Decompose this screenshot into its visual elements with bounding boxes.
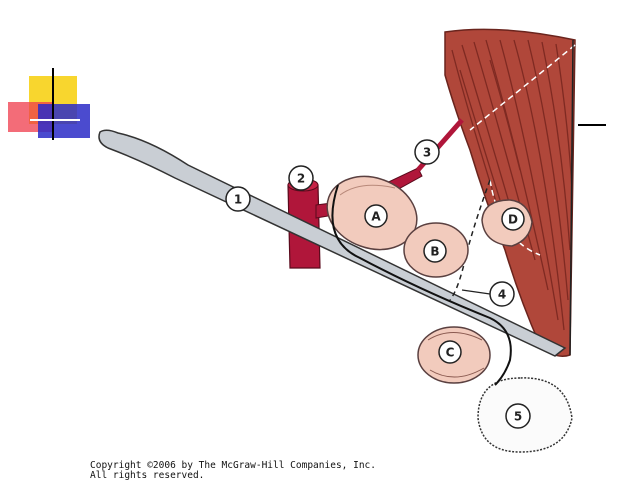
muscle-body [444,28,576,357]
muscle-right-edge [569,39,574,356]
callout-line-4 [461,289,491,295]
label-a-text: A [371,210,381,224]
label-2-text: 2 [297,172,305,186]
label-1: 1 [225,186,251,212]
copyright-line-2: All rights reserved. [90,470,205,481]
label-b-text: B [430,245,439,259]
label-d-text: D [508,213,518,227]
label-c-text: C [446,346,455,360]
label-d: D [501,207,525,231]
probe-shaft [98,129,567,357]
label-a: A [364,204,388,228]
node-a-shading [339,184,396,196]
decorative-squares [8,68,90,140]
probe [98,129,567,357]
label-5-text: 5 [514,410,522,424]
label-5: 5 [505,403,531,429]
label-b: B [423,239,447,263]
muscle-striations [451,39,573,331]
copyright-notice: Copyright ©2006 by The McGraw-Hill Compa… [90,461,376,481]
label-4: 4 [489,281,515,307]
label-3-text: 3 [423,146,431,160]
muscle [444,28,606,357]
label-4-text: 4 [498,288,506,302]
node-c-shading [427,332,485,378]
label-1-text: 1 [234,193,242,207]
label-c: C [438,340,462,364]
label-3: 3 [414,139,440,165]
copyright-line-1: Copyright ©2006 by The McGraw-Hill Compa… [90,460,376,471]
label-2: 2 [288,165,314,191]
lymphatic-channel [331,184,512,386]
